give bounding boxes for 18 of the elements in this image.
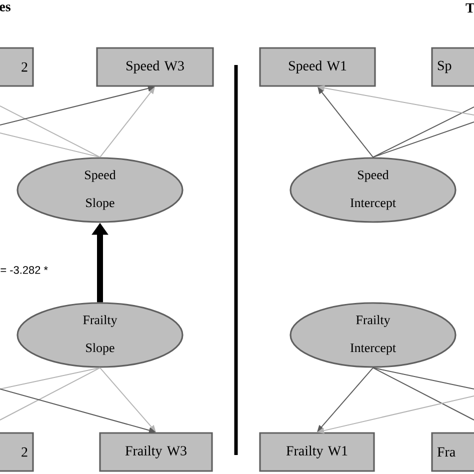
- edge-label: = -3.282 *: [0, 265, 50, 275]
- measure-box: Frailty W1: [259, 432, 375, 472]
- measure-box: 2: [0, 432, 34, 472]
- connector-line: [372, 367, 474, 420]
- connector-line: [372, 367, 474, 390]
- connector-line: [0, 132, 100, 158]
- measure-box: Speed W3: [96, 47, 214, 87]
- connector-line: [0, 367, 100, 390]
- connector-line: [372, 106, 474, 158]
- connector-line: [0, 367, 100, 420]
- measure-box: Frailty W3: [99, 432, 213, 472]
- connector-line: [0, 106, 100, 158]
- connector-line: [372, 122, 474, 158]
- measure-box: 2: [0, 47, 34, 87]
- heading: es: [0, 4, 10, 12]
- measure-box: Sp: [431, 47, 474, 87]
- measure-box: Speed W1: [259, 47, 376, 87]
- measure-box: Fra: [431, 432, 474, 472]
